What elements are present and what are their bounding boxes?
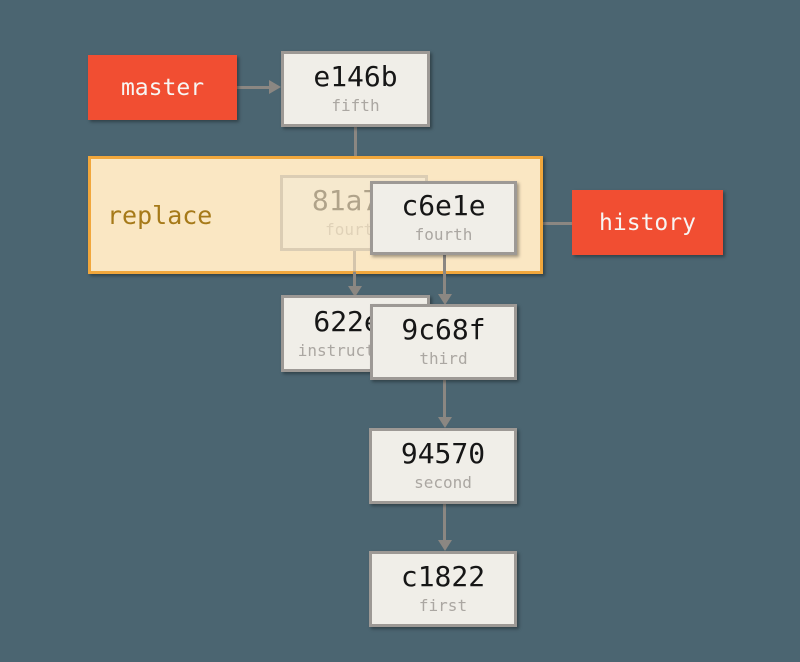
branch-label-history-text: history bbox=[599, 209, 696, 236]
arrow-94570-to-c1822-line bbox=[443, 504, 446, 541]
arrow-9c68f-to-94570-head bbox=[438, 417, 452, 428]
arrow-9c68f-to-94570-line bbox=[443, 380, 446, 418]
commit-message-first: first bbox=[418, 596, 468, 615]
commit-hash-94570: 94570 bbox=[400, 437, 486, 470]
branch-label-master: master bbox=[88, 55, 237, 120]
edge-e146b-to-replace-line bbox=[354, 127, 357, 158]
arrow-c6e1e-to-9c68f-line bbox=[443, 255, 446, 295]
branch-label-master-text: master bbox=[120, 74, 205, 101]
branch-label-history: history bbox=[572, 190, 723, 255]
commit-message-fifth: fifth bbox=[331, 96, 380, 115]
arrow-replace-to-622e8-line bbox=[353, 272, 356, 287]
commit-message-fourth: fourth bbox=[414, 225, 473, 244]
commit-box-e146b: e146b fifth bbox=[281, 51, 430, 127]
commit-message-third: third bbox=[419, 349, 468, 368]
edge-81a70-faded-line bbox=[353, 251, 356, 272]
commit-hash-e146b: e146b bbox=[313, 60, 398, 93]
commit-box-c6e1e: c6e1e fourth bbox=[370, 181, 517, 255]
commit-box-c1822: c1822 first bbox=[369, 551, 517, 627]
arrow-master-to-e146b-line bbox=[237, 86, 271, 89]
replace-group-label-text: replace bbox=[107, 200, 213, 230]
commit-box-9c68f: 9c68f third bbox=[370, 304, 517, 380]
commit-hash-9c68f: 9c68f bbox=[401, 313, 486, 346]
arrow-94570-to-c1822-head bbox=[438, 540, 452, 551]
arrow-history-to-c6e1e-line bbox=[530, 222, 572, 225]
commit-hash-c6e1e: c6e1e bbox=[401, 189, 486, 222]
commit-message-second: second bbox=[414, 473, 472, 492]
commit-message-replaced-fourth: fourth bbox=[325, 220, 383, 239]
replace-group-label: replace bbox=[107, 156, 212, 274]
arrow-c6e1e-to-9c68f-head bbox=[438, 294, 452, 305]
arrow-replace-to-622e8-head bbox=[348, 286, 362, 297]
arrow-master-to-e146b-head bbox=[269, 80, 281, 94]
commit-box-94570: 94570 second bbox=[369, 428, 517, 504]
commit-hash-c1822: c1822 bbox=[400, 560, 486, 593]
